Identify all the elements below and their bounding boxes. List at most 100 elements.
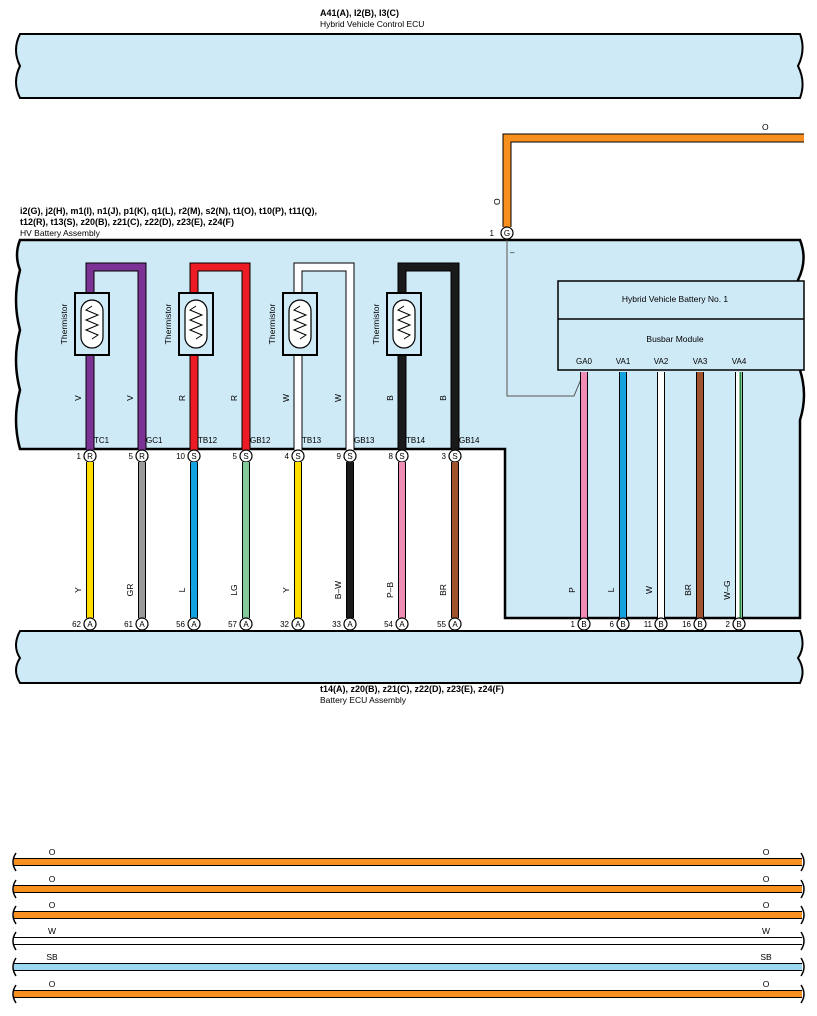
wire-break-right (800, 879, 805, 899)
harness-code-left: W (48, 926, 56, 936)
harness-code-right: O (763, 874, 770, 884)
connector-letter: S (452, 452, 457, 461)
thermistor-label: Thermistor (163, 304, 173, 345)
wire-break-right (800, 931, 805, 951)
busbar-wire-code: P (567, 587, 577, 593)
terminal-name: GB12 (250, 436, 271, 445)
wire-break-right (800, 984, 805, 1004)
upper-wire-code: B (385, 395, 395, 401)
pin-number: 4 (285, 452, 290, 461)
internal-ground-line (506, 240, 585, 397)
thermistor-label: Thermistor (59, 304, 69, 345)
connector-letter: R (87, 452, 93, 461)
resistor-symbol (288, 299, 312, 349)
ecu-connector: A (448, 617, 462, 631)
ecu-bottom-name: Battery ECU Assembly (320, 695, 407, 705)
lower-wire-code: BR (438, 584, 448, 596)
harness-code-left: SB (46, 952, 58, 962)
ecu-pin-number: 11 (644, 620, 653, 629)
harness-code-left: O (49, 979, 56, 989)
resistor-zigzag (188, 305, 204, 340)
upper-wire-code: V (125, 395, 135, 401)
connector-letter: S (399, 452, 404, 461)
battery-connector: S (291, 449, 305, 463)
resistor-symbol (392, 299, 416, 349)
terminal-name: GB13 (354, 436, 375, 445)
hv-battery-connectors-1: i2(G), j2(H), m1(I), n1(J), p1(K), q1(L)… (20, 206, 317, 216)
busbar-wire-code: W (644, 586, 654, 594)
terminal-name: GC1 (146, 436, 163, 445)
thermistor-loop-wire (189, 262, 251, 450)
pin-number: 5 (129, 452, 134, 461)
ecu-connector: A (395, 617, 409, 631)
ecu-pin-number: 33 (332, 620, 341, 629)
lower-wire-code: LG (229, 584, 239, 595)
connector-letter: A (347, 620, 353, 629)
resistor-zigzag (396, 305, 412, 340)
harness-code-right: O (763, 900, 770, 910)
ecu-bottom-box (15, 630, 804, 684)
busbar-wire (735, 372, 743, 618)
harness-code-right: W (762, 926, 770, 936)
busbar-terminal: GA0 (576, 357, 593, 366)
connector-letter: A (191, 620, 197, 629)
lower-wire-code: P–B (385, 582, 395, 598)
ecu-connector: A (83, 617, 97, 631)
ecu-pin-number: 55 (437, 620, 446, 629)
connector-letter: R (139, 452, 145, 461)
ecu-connector: A (135, 617, 149, 631)
battery-module-box (557, 280, 805, 371)
ecu-pin-number: 1 (571, 620, 576, 629)
upper-wire-code: R (177, 395, 187, 401)
wire-break-left (12, 931, 17, 951)
battery-connector: S (448, 449, 462, 463)
connector-letter: A (399, 620, 405, 629)
connector-letter: S (347, 452, 352, 461)
wire-break-left (12, 852, 17, 872)
lower-wire-code: Y (281, 587, 291, 593)
upper-wire-code: V (73, 395, 83, 401)
thermistor-label: Thermistor (371, 304, 381, 345)
wire-break-right (800, 957, 805, 977)
resistor-zigzag (292, 305, 308, 340)
thermistor-loop-wire (293, 262, 355, 450)
connector-letter: A (295, 620, 301, 629)
terminal-name: TB12 (198, 436, 218, 445)
thermistor-pair-4: ThermistorBBTB14GB14S8S3P–BA54TB14BRA55G… (371, 262, 480, 645)
upper-wire-code: W (333, 394, 343, 402)
terminal-name: TC1 (94, 436, 110, 445)
ecu-connector: A (291, 617, 305, 631)
busbar-wire-code: BR (683, 584, 693, 596)
wire-break-left (12, 879, 17, 899)
harness-code-right: O (763, 979, 770, 989)
busbar-wire-code: W–G (722, 580, 732, 599)
connector-letter: A (139, 620, 145, 629)
ecu-pin-number: 54 (384, 620, 393, 629)
lower-wire-code: B–W (333, 581, 343, 599)
feed-wire-code-top: O (762, 122, 769, 132)
battery-connector: S (395, 449, 409, 463)
connector-letter: A (87, 620, 93, 629)
harness-code-right: SB (760, 952, 772, 962)
resistor-symbol (80, 299, 104, 349)
pin-number: 5 (233, 452, 238, 461)
feed-connector-letter: G (504, 229, 510, 238)
battery-connector: S (187, 449, 201, 463)
ecu-pin-number: 6 (610, 620, 615, 629)
busbar-terminal: VA3 (693, 357, 708, 366)
connector-letter: B (620, 620, 625, 629)
battery-connector: R (83, 449, 97, 463)
upper-wire-code: B (438, 395, 448, 401)
wire-break-left (12, 905, 17, 925)
resistor-symbol (184, 299, 208, 349)
wire-break-left (12, 984, 17, 1004)
feed-wire (502, 133, 804, 227)
battery-connector: R (135, 449, 149, 463)
ecu-pin-number: 2 (726, 620, 731, 629)
ecu-pin-number: 61 (124, 620, 133, 629)
harness-wire-5: SB SB (12, 952, 805, 977)
